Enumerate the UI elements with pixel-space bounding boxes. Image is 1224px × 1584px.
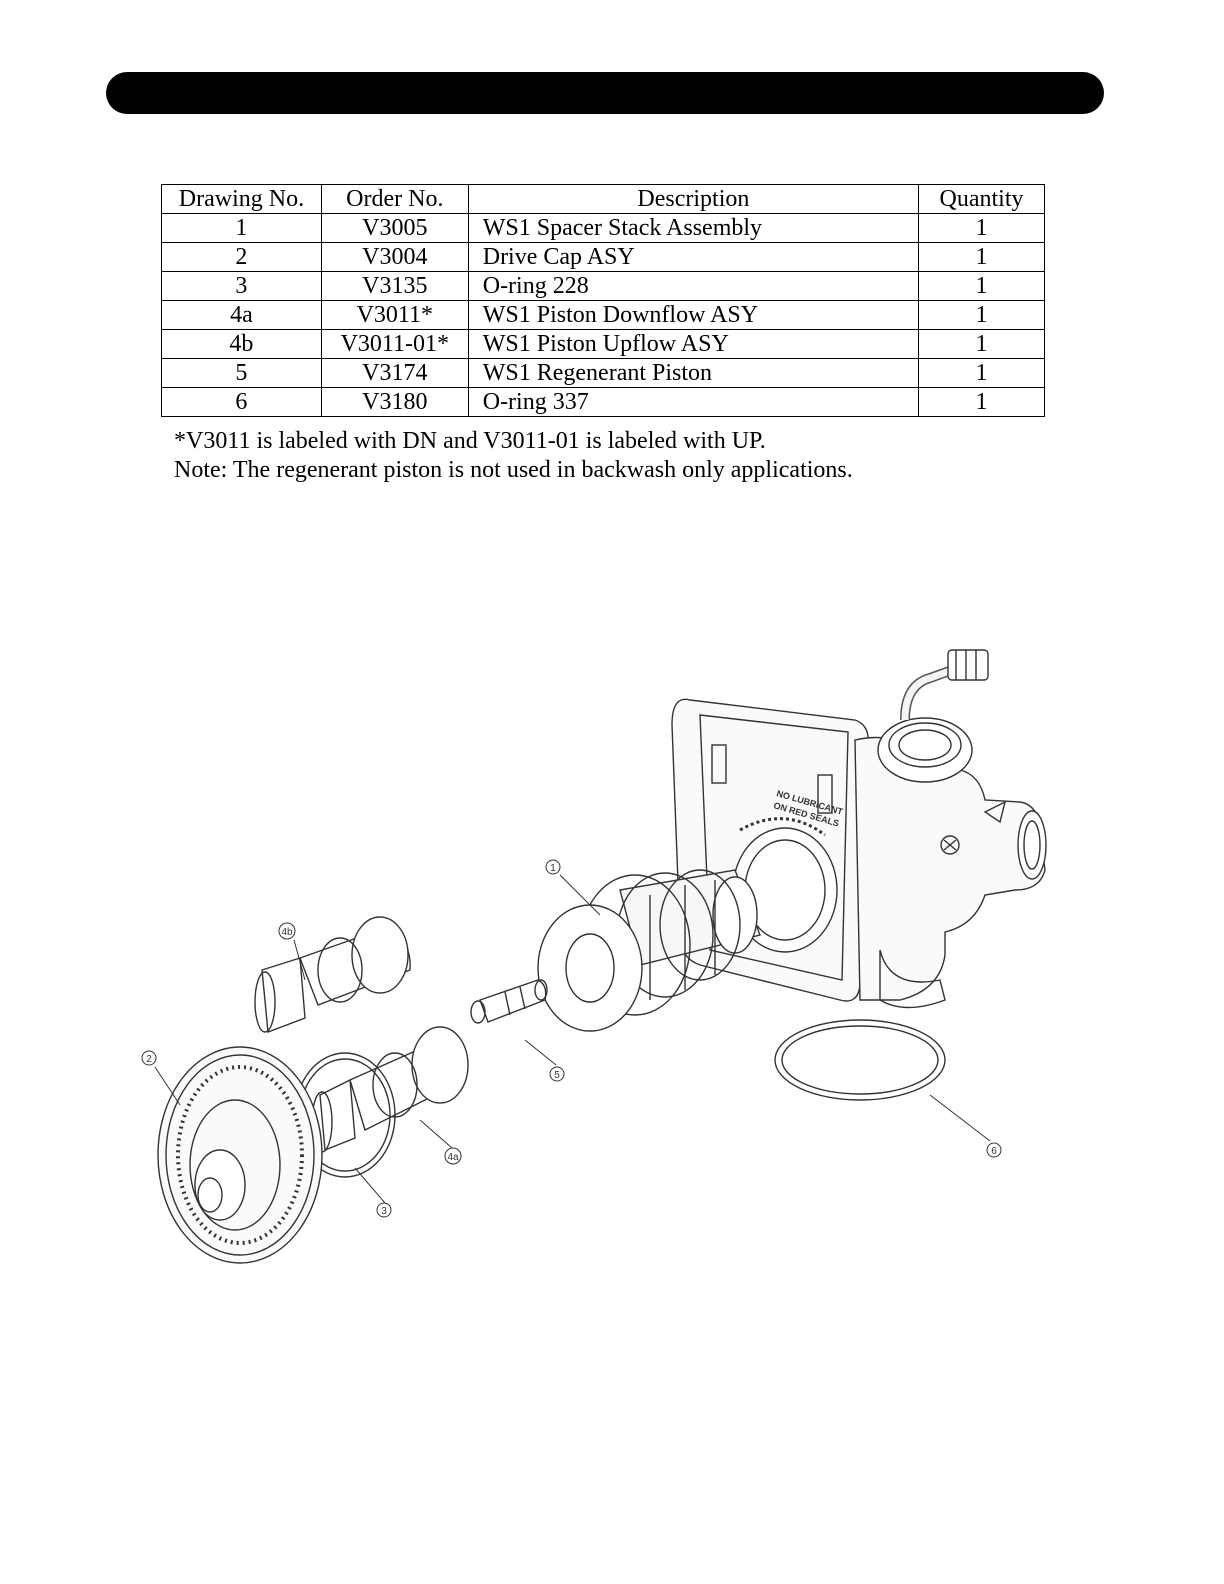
table-row: 5 V3174 WS1 Regenerant Piston 1 — [161, 358, 1045, 388]
svg-text:3: 3 — [381, 1206, 387, 1217]
table-header-row: Drawing No. Order No. Description Quanti… — [161, 184, 1045, 214]
cell-order-no: V3135 — [320, 271, 469, 301]
cell-order-no: V3180 — [320, 387, 469, 417]
table-row: 3 V3135 O-ring 228 1 — [161, 271, 1045, 301]
svg-text:5: 5 — [554, 1070, 560, 1081]
cell-drawing-no: 4a — [161, 300, 322, 330]
header-order-no: Order No. — [320, 184, 469, 214]
exploded-parts-diagram: NO LUBRICANT ON RED SEALS — [141, 649, 1047, 1264]
callout-6: 6 — [986, 1142, 1002, 1158]
cell-quantity: 1 — [918, 387, 1045, 417]
cell-drawing-no: 6 — [161, 387, 322, 417]
cell-drawing-no: 3 — [161, 271, 322, 301]
parts-table: Drawing No. Order No. Description Quanti… — [161, 184, 1045, 417]
leader-lines — [154, 874, 991, 1204]
section-header-bar — [106, 72, 1104, 114]
callout-4a: 4a — [444, 1147, 462, 1165]
cell-quantity: 1 — [918, 242, 1045, 272]
spacer-stack — [537, 869, 761, 1032]
callout-4b: 4b — [278, 922, 296, 940]
cell-order-no: V3174 — [320, 358, 469, 388]
valve-body: NO LUBRICANT ON RED SEALS — [671, 649, 1047, 1009]
svg-text:6: 6 — [991, 1146, 997, 1157]
cell-description: Drive Cap ASY — [467, 242, 920, 272]
table-row: 2 V3004 Drive Cap ASY 1 — [161, 242, 1045, 272]
header-quantity: Quantity — [918, 184, 1045, 214]
header-drawing-no: Drawing No. — [161, 184, 322, 214]
callout-5: 5 — [549, 1066, 565, 1082]
cell-order-no: V3004 — [320, 242, 469, 272]
cell-quantity: 1 — [918, 358, 1045, 388]
svg-text:1: 1 — [550, 863, 556, 874]
cell-order-no: V3011* — [320, 300, 469, 330]
cell-description: O-ring 337 — [467, 387, 920, 417]
footnote-regenerant: Note: The regenerant piston is not used … — [174, 457, 853, 483]
cell-quantity: 1 — [918, 271, 1045, 301]
callout-1: 1 — [545, 859, 561, 875]
table-row: 4b V3011-01* WS1 Piston Upflow ASY 1 — [161, 329, 1045, 359]
cell-order-no: V3011-01* — [320, 329, 469, 359]
notes: *V3011 is labeled with DN and V3011-01 i… — [174, 427, 853, 485]
drive-cap-asy — [157, 1046, 323, 1264]
callouts: 1 2 3 4a 4b 5 6 — [141, 859, 1002, 1218]
cell-order-no: V3005 — [320, 213, 469, 243]
callout-3: 3 — [376, 1202, 392, 1218]
cell-description: WS1 Regenerant Piston — [467, 358, 920, 388]
regenerant-piston — [470, 979, 548, 1024]
o-ring-337 — [774, 1019, 946, 1101]
piston-upflow-asy — [254, 916, 411, 1033]
cell-drawing-no: 1 — [161, 213, 322, 243]
cell-description: WS1 Spacer Stack Assembly — [467, 213, 920, 243]
table-row: 1 V3005 WS1 Spacer Stack Assembly 1 — [161, 213, 1045, 243]
cell-quantity: 1 — [918, 300, 1045, 330]
cell-quantity: 1 — [918, 213, 1045, 243]
header-description: Description — [467, 184, 920, 214]
cell-drawing-no: 4b — [161, 329, 322, 359]
table-row: 6 V3180 O-ring 337 1 — [161, 387, 1045, 417]
svg-text:4a: 4a — [447, 1152, 459, 1163]
svg-text:4b: 4b — [281, 927, 293, 938]
callout-2: 2 — [141, 1050, 157, 1066]
cell-description: O-ring 228 — [467, 271, 920, 301]
footnote-labeling: *V3011 is labeled with DN and V3011-01 i… — [174, 428, 766, 454]
cell-description: WS1 Piston Upflow ASY — [467, 329, 920, 359]
table-row: 4a V3011* WS1 Piston Downflow ASY 1 — [161, 300, 1045, 330]
piston-downflow-asy — [311, 1026, 469, 1153]
cell-quantity: 1 — [918, 329, 1045, 359]
cell-drawing-no: 5 — [161, 358, 322, 388]
cell-description: WS1 Piston Downflow ASY — [467, 300, 920, 330]
svg-text:2: 2 — [146, 1054, 152, 1065]
cell-drawing-no: 2 — [161, 242, 322, 272]
